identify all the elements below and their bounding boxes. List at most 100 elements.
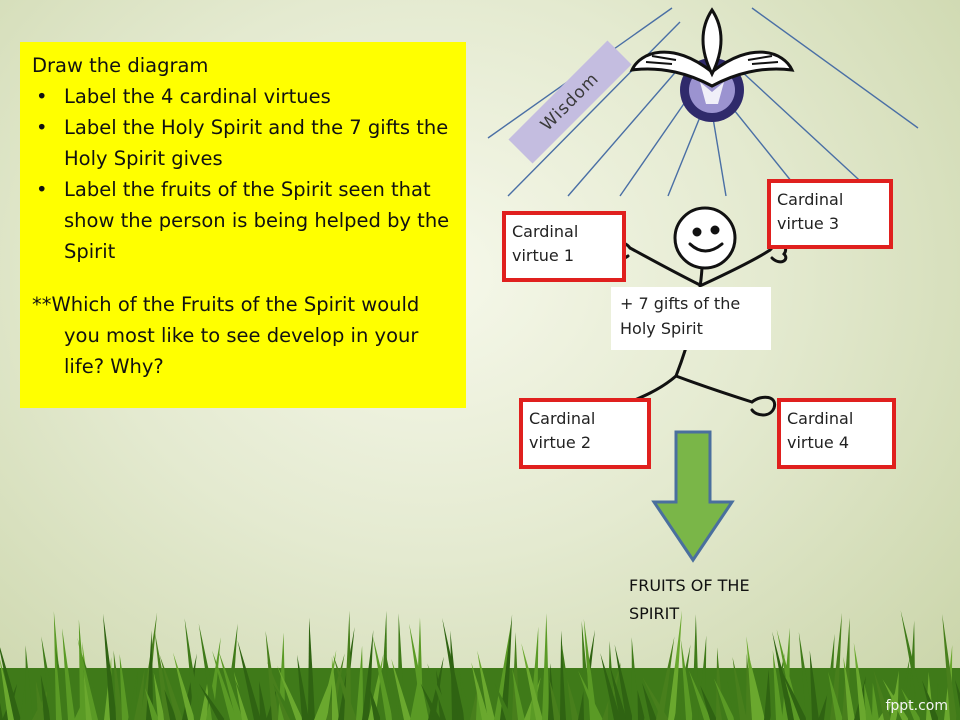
cardinal-virtue-1-box: Cardinal virtue 1: [502, 211, 626, 282]
grass-blade: [55, 646, 69, 720]
grass-blade: [331, 656, 339, 720]
grass-blade: [956, 679, 960, 720]
spirit-rays: [487, 7, 919, 197]
instructions-box: Draw the diagram Label the 4 cardinal vi…: [20, 42, 466, 408]
grass-blade: [853, 642, 867, 720]
grass-blade: [237, 640, 261, 720]
grass-blade: [674, 644, 691, 720]
grass-blade: [512, 667, 525, 720]
grass-blade: [843, 656, 855, 720]
instruction-bullet: Label the Holy Spirit and the 7 gifts th…: [32, 112, 456, 174]
grass-blade: [212, 650, 237, 720]
grass-blade: [62, 628, 75, 720]
grass-blade: [427, 663, 453, 720]
grass-blade: [314, 680, 330, 720]
gifts-label: + 7 gifts of the Holy Spirit: [611, 287, 771, 350]
grass-blade: [764, 669, 771, 720]
instruction-bullet: Label the fruits of the Spirit seen that…: [32, 174, 456, 267]
grass-blade: [614, 644, 633, 720]
grass-blade: [0, 702, 3, 720]
grass-blade: [0, 647, 21, 720]
cardinal-virtue-2-box: Cardinal virtue 2: [519, 398, 651, 469]
grass-blade: [680, 639, 693, 720]
grass-blade: [459, 672, 471, 720]
grass-blade: [391, 658, 411, 720]
grass-blade: [140, 612, 158, 720]
grass-blade: [471, 662, 489, 720]
grass-blade: [420, 683, 441, 720]
grass-blade: [567, 678, 579, 720]
grass-blade: [128, 671, 138, 720]
grass-blade: [818, 688, 830, 720]
instruction-bullet: Label the 4 cardinal virtues: [32, 81, 456, 112]
grass-blade: [153, 672, 165, 720]
grass-blade: [144, 688, 159, 720]
grass-blade: [798, 632, 813, 720]
grass-blade: [901, 688, 921, 720]
grass-blade: [338, 627, 355, 720]
grass-blade: [198, 623, 219, 720]
grass-blade: [872, 682, 879, 720]
instructions-list: Label the 4 cardinal virtues Label the H…: [32, 81, 456, 267]
grass-blade: [234, 679, 255, 720]
grass-blade: [668, 610, 682, 720]
grass-blade: [542, 613, 549, 720]
grass-blade: [882, 679, 909, 720]
grass-blade: [809, 650, 819, 720]
grass-blade: [688, 670, 711, 720]
grass-blade: [583, 618, 597, 720]
grass-blade: [609, 665, 627, 720]
grass-blade: [356, 645, 364, 720]
fruits-label: FRUITS OF THE SPIRIT: [629, 576, 750, 623]
grass-blade: [442, 617, 465, 720]
grass-blade: [780, 667, 807, 720]
grass-blade: [748, 652, 765, 720]
cardinal-virtue-4-box: Cardinal virtue 4: [777, 398, 896, 469]
grass-blade: [40, 674, 51, 720]
grass-blade: [198, 683, 225, 720]
grass-blade: [102, 613, 117, 720]
grass-blade: [922, 680, 939, 720]
grass-blade: [600, 652, 621, 720]
grass-blade: [727, 680, 741, 720]
grass-blade: [333, 654, 357, 720]
grass-blade: [173, 652, 195, 720]
grass-blade: [384, 647, 399, 720]
grass-blade: [119, 653, 129, 720]
grass-blade: [200, 677, 209, 720]
grass-blade: [732, 656, 747, 720]
grass-blade: [372, 635, 393, 720]
grass-blade: [218, 650, 243, 720]
grass-blade: [362, 629, 374, 720]
grass-blade: [113, 650, 123, 720]
grass-blade: [942, 614, 957, 720]
grass-blade: [259, 681, 267, 720]
grass-blade: [368, 685, 381, 720]
grass-blade: [642, 676, 669, 720]
grass-blade: [863, 682, 873, 720]
grass-blade: [873, 670, 891, 720]
grass-blade: [500, 614, 513, 720]
grass-blade: [134, 668, 145, 720]
grass-blade: [937, 682, 945, 720]
reflection-question: **Which of the Fruits of the Spirit woul…: [32, 293, 420, 378]
grass-blade: [20, 671, 28, 720]
grass-blade: [521, 643, 543, 720]
grass-blade: [713, 678, 735, 720]
grass-blade: [642, 682, 657, 720]
grass-blade: [578, 670, 603, 720]
grass-blade: [409, 623, 429, 720]
grass-blade: [700, 685, 717, 720]
grass-blade: [81, 653, 105, 720]
cardinal-virtue-3-box: Cardinal virtue 3: [767, 179, 893, 249]
grass-blade: [494, 683, 513, 720]
grass-blade: [159, 654, 183, 720]
grass-blade: [637, 689, 645, 720]
grass-blade: [692, 614, 699, 720]
grass-blade: [25, 645, 33, 720]
down-arrow-icon: [651, 430, 735, 563]
brand-logo-text: fppt.com: [885, 698, 948, 714]
grass-blade: [164, 689, 177, 720]
